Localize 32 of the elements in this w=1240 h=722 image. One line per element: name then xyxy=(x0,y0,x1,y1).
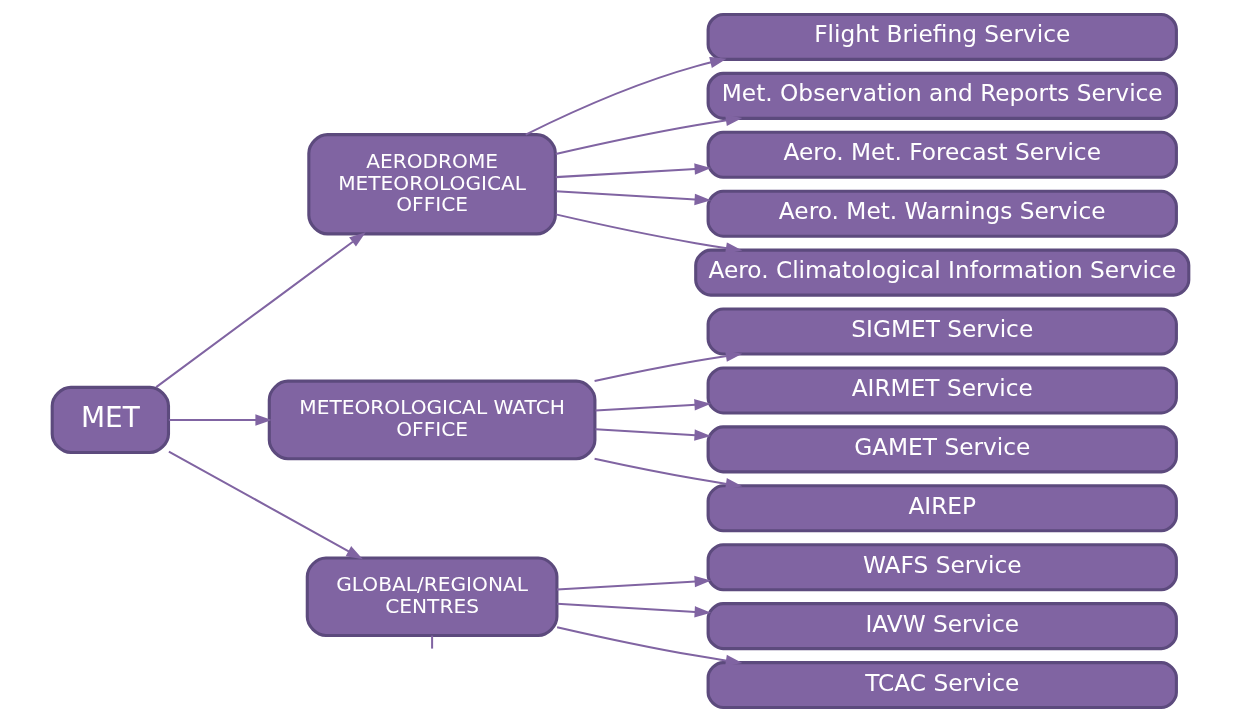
arrow xyxy=(167,450,363,560)
node-box: Flight Briefing Service xyxy=(706,12,1178,61)
arrow xyxy=(594,399,711,412)
node-box: Aero. Climatological Information Service xyxy=(693,248,1190,297)
connector xyxy=(430,635,433,649)
arrow xyxy=(594,428,711,441)
node-box: AIRMET Service xyxy=(706,366,1178,415)
arrow xyxy=(555,163,711,179)
arrow xyxy=(593,457,742,490)
node-box: IAVW Service xyxy=(706,602,1178,651)
node-box: GLOBAL/REGIONAL CENTRES xyxy=(305,556,558,637)
node-box: METEOROLOGICAL WATCH OFFICE xyxy=(267,379,596,461)
arrow xyxy=(556,575,711,591)
arrow xyxy=(556,626,742,667)
arrow xyxy=(524,56,727,136)
arrow xyxy=(556,602,711,618)
arrow xyxy=(555,114,742,156)
arrow xyxy=(168,414,272,426)
node-box: Aero. Met. Forecast Service xyxy=(706,130,1178,179)
node-box: Aero. Met. Warnings Service xyxy=(706,189,1178,238)
node-box: SIGMET Service xyxy=(706,307,1178,356)
node-box: GAMET Service xyxy=(706,425,1178,474)
node-box: AIREP xyxy=(706,484,1178,533)
arrow xyxy=(555,213,742,254)
arrow xyxy=(155,232,366,388)
node-box: Met. Observation and Reports Service xyxy=(706,71,1178,120)
node-box: AERODROME METEOROLOGICAL OFFICE xyxy=(306,133,557,236)
arrow xyxy=(593,350,742,382)
arrow xyxy=(555,190,711,206)
node-box: MET xyxy=(50,385,170,455)
node-box: WAFS Service xyxy=(706,543,1178,592)
node-box: TCAC Service xyxy=(706,661,1178,710)
